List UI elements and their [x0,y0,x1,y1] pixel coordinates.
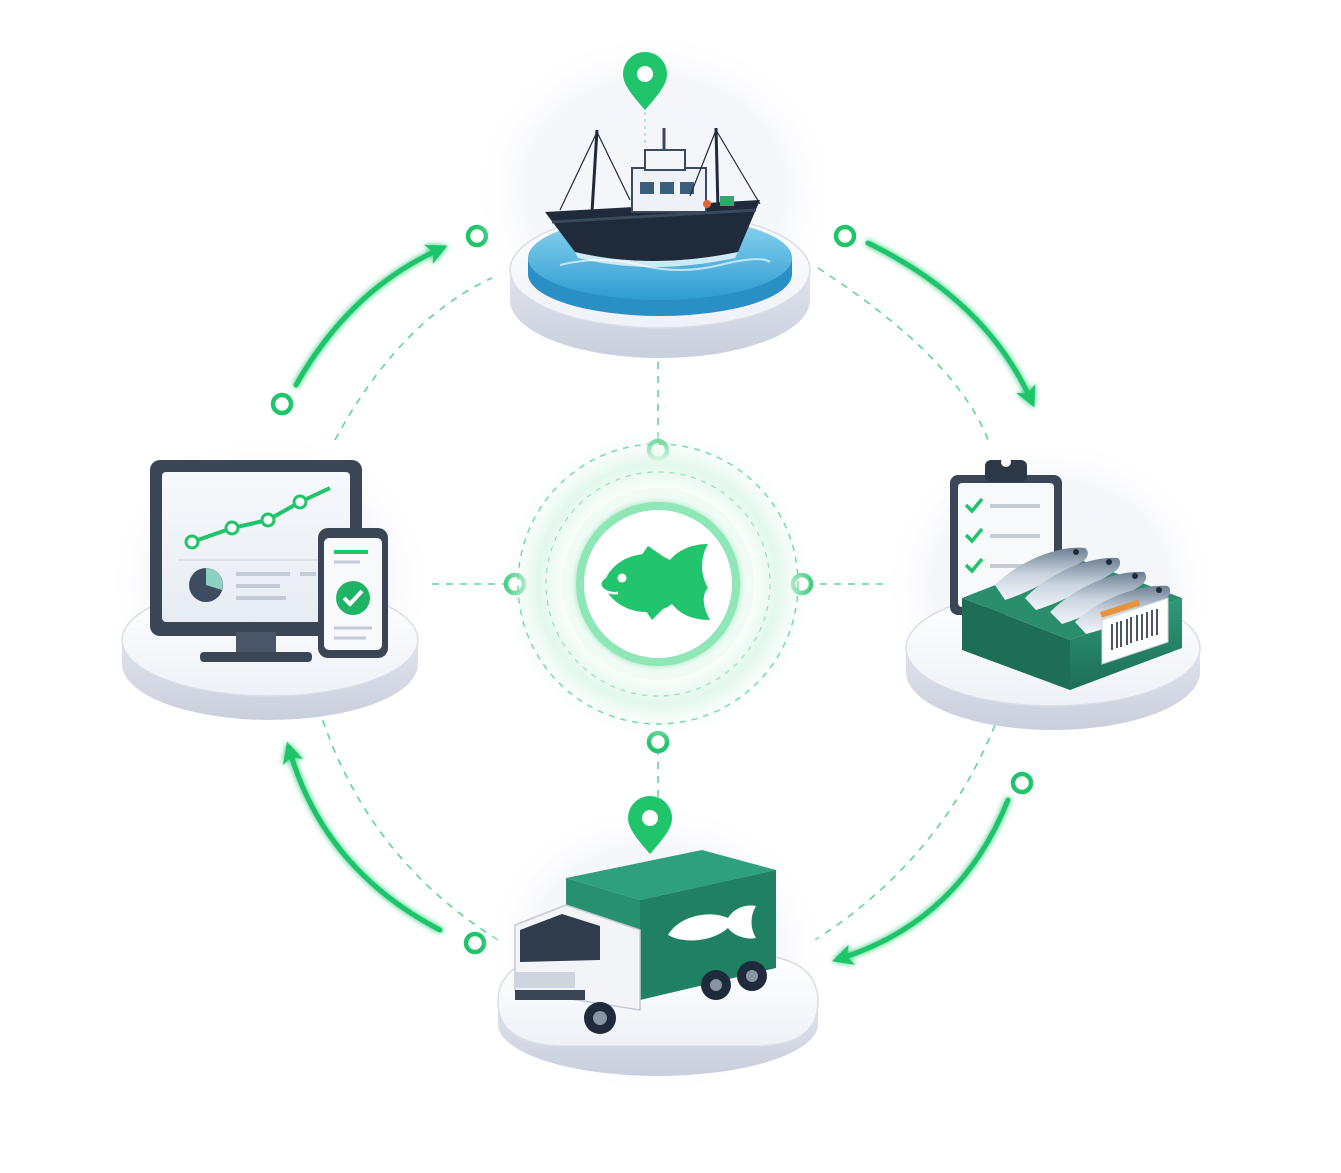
center-hub [498,424,818,744]
node-inspection [880,435,1220,735]
truck-fish-logo [668,905,756,941]
dashed-arc-transport-to-monitoring [321,717,499,941]
node-catch [470,30,840,358]
ring-node [833,224,857,248]
dashed-arc-catch-to-inspection [817,267,991,446]
fish-crate-barcode-icon [962,547,1182,690]
flow-arrows [282,240,1036,965]
hub-outer-dashed-ring [517,443,799,725]
arrow-transport-to-monitoring [282,741,443,933]
arrow-catch-to-inspection [865,240,1036,408]
fishing-boat-icon [545,127,761,267]
arrow-inspection-to-transport [832,797,1011,965]
node-monitoring [105,430,435,730]
ring-node [1010,771,1034,795]
dashed-connector-lines [321,267,996,941]
dashed-arc-inspection-to-transport [814,724,996,941]
phone-check-icon [318,528,388,658]
node-transport [480,796,830,1100]
fish-icon [601,544,710,620]
refrigerated-truck-icon [514,850,776,1034]
location-pin-icon [628,796,672,854]
arrow-monitoring-to-catch [293,244,448,388]
dashboard-monitor-icon [150,460,362,662]
location-pin-icon [623,52,667,144]
dashed-arc-monitoring-to-catch [334,277,493,441]
ring-node [270,392,294,416]
hub-middle-dashed-ring [545,471,771,697]
